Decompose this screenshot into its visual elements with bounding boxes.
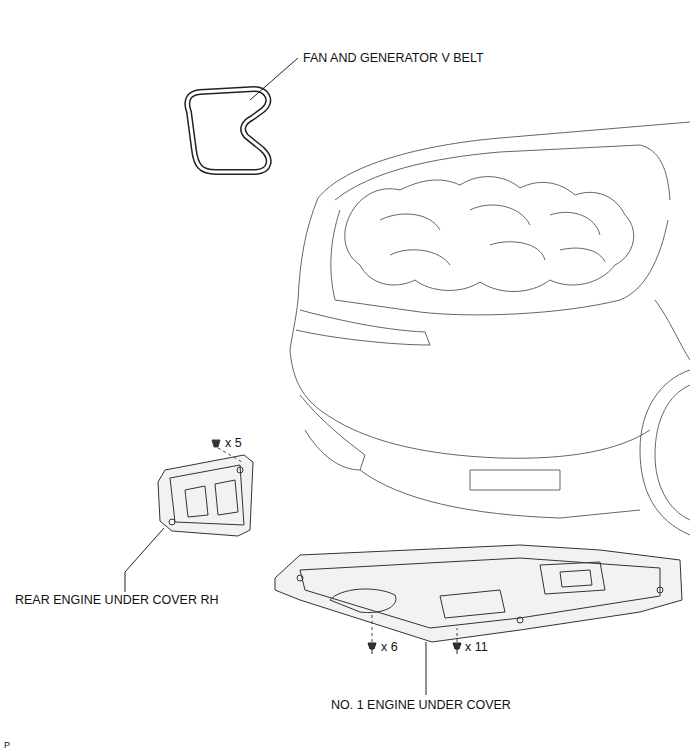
car-front-drawing	[290, 122, 690, 535]
rear-under-cover-drawing	[158, 455, 253, 536]
quantity-label: x 11	[464, 641, 489, 655]
part-label: REAR ENGINE UNDER COVER RH	[14, 594, 220, 608]
dashed-line	[457, 628, 458, 642]
no1-under-cover-drawing	[275, 545, 682, 642]
v-belt-drawing	[187, 89, 268, 172]
quantity-label: x 5	[224, 437, 243, 451]
dashed-line	[372, 612, 373, 642]
leader-line	[125, 528, 164, 592]
bolt-icon	[368, 643, 376, 654]
quantity-label: x 6	[380, 641, 399, 655]
part-label: FAN AND GENERATOR V BELT	[302, 52, 485, 66]
leader-line	[250, 58, 298, 100]
clip-icon	[212, 440, 220, 447]
leader-line	[426, 642, 427, 695]
part-label: NO. 1 ENGINE UNDER COVER	[330, 699, 512, 713]
bolt-icon	[453, 643, 461, 654]
figure-id: P	[3, 741, 11, 751]
